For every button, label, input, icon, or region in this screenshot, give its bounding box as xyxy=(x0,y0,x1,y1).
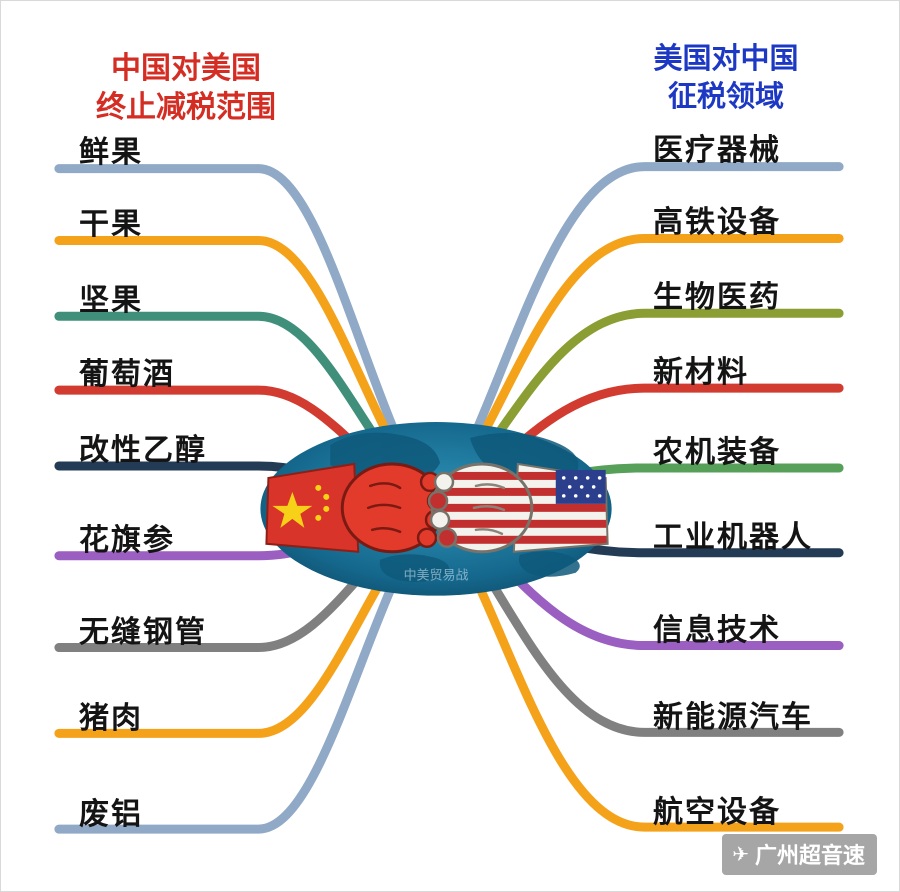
china-fist xyxy=(340,462,448,554)
label-right-5: 工业机器人 xyxy=(653,521,813,554)
center-globe: 中美贸易战 xyxy=(260,422,612,596)
label-right-1: 高铁设备 xyxy=(653,206,781,239)
center-caption: 中美贸易战 xyxy=(404,568,469,583)
label-right-4: 农机装备 xyxy=(653,436,781,469)
label-right-6: 信息技术 xyxy=(653,614,781,647)
label-left-5: 花旗参 xyxy=(79,524,175,557)
right-title-line2: 征税领域 xyxy=(667,80,784,113)
right-title-line1: 美国对中国 xyxy=(653,43,799,75)
label-right-2: 生物医药 xyxy=(653,281,781,314)
left-title: 中国对美国 终止减税范围 xyxy=(61,49,311,127)
label-right-3: 新材料 xyxy=(653,356,749,389)
label-right-7: 新能源汽车 xyxy=(653,701,813,734)
usa-flag-arm xyxy=(512,462,609,553)
label-left-6: 无缝钢管 xyxy=(79,616,207,649)
label-left-7: 猪肉 xyxy=(79,702,143,735)
left-title-line2: 终止减税范围 xyxy=(96,91,276,124)
label-left-2: 坚果 xyxy=(79,284,143,317)
paper-plane-icon: ✈ xyxy=(732,843,749,866)
label-left-4: 改性乙醇 xyxy=(79,434,207,467)
china-flag-arm xyxy=(265,462,360,553)
china-flag-star xyxy=(272,491,313,528)
left-title-line1: 中国对美国 xyxy=(111,52,261,85)
label-left-3: 葡萄酒 xyxy=(79,358,175,391)
label-right-8: 航空设备 xyxy=(653,796,781,829)
watermark-text: 广州超音速 xyxy=(754,843,865,868)
label-left-0: 鲜果 xyxy=(79,136,143,169)
watermark: ✈ 广州超音速 xyxy=(722,834,877,875)
usa-fist xyxy=(427,462,534,554)
label-left-8: 废铝 xyxy=(79,798,143,831)
label-left-1: 干果 xyxy=(79,208,143,241)
right-title: 美国对中国 征税领域 xyxy=(611,41,841,116)
label-right-0: 医疗器械 xyxy=(653,134,781,167)
